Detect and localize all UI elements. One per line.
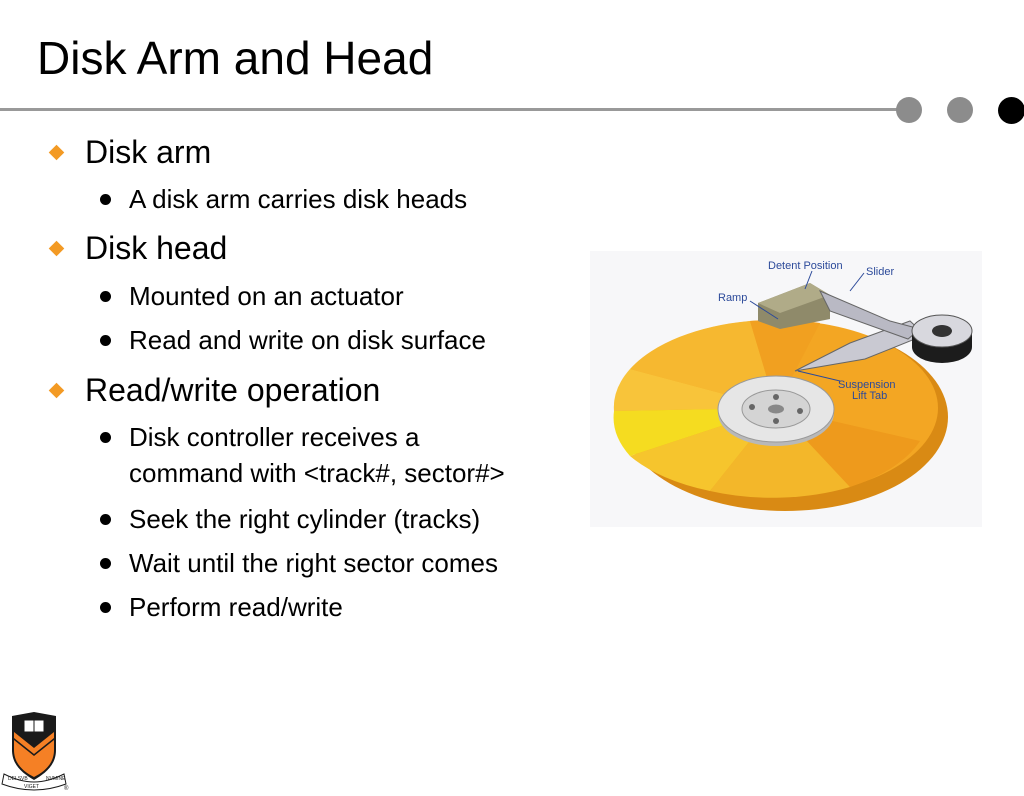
logo-motto-bottom: VIGET [24,784,39,790]
svg-text:®: ® [64,785,69,791]
sub-bullet: Wait until the right sector comes [129,548,498,578]
sub-bullet: Perform read/write [129,592,343,622]
title-divider [0,108,900,111]
circle-bullet-icon [100,514,111,525]
disk-head-illustration: Detent Position Slider Ramp Suspension L… [590,251,982,527]
logo-motto-left: DEI SVB [8,776,28,782]
circle-bullet-icon [100,291,111,302]
sub-bullet: Mounted on an actuator [129,281,404,311]
sub-bullet: Read and write on disk surface [129,325,486,355]
logo-motto-right: NVMINE [46,776,66,782]
diamond-bullet-icon [48,240,65,257]
circle-bullet-icon [100,602,111,613]
shield-icon: DEI SVB NVMINE VIGET ® [1,712,69,792]
label-lift-tab: Lift Tab [852,390,887,402]
bullet-disk-head: Disk head [85,230,228,266]
sub-bullet: Seek the right cylinder (tracks) [129,504,481,534]
diamond-bullet-icon [48,382,65,399]
label-slider: Slider [866,266,894,278]
slide-title: Disk Arm and Head [37,32,434,84]
decorative-dot-gray-1 [896,97,922,123]
sub-bullet: A disk arm carries disk heads [129,184,468,214]
decorative-dot-gray-2 [947,97,973,123]
bullet-read-write-operation: Read/write operation [85,372,381,408]
bullet-disk-arm: Disk arm [85,134,212,170]
label-detent-position: Detent Position [768,260,843,272]
label-suspension: Suspension [838,379,896,391]
sub-bullet: Disk controller receives a [129,422,420,452]
circle-bullet-icon [100,335,111,346]
circle-bullet-icon [100,194,111,205]
circle-bullet-icon [100,432,111,443]
label-ramp: Ramp [718,292,747,304]
disk-drive-icon: Detent Position Slider Ramp Suspension L… [613,260,973,511]
decorative-dot-black [998,97,1024,124]
circle-bullet-icon [100,558,111,569]
diamond-bullet-icon [48,144,65,161]
university-shield-logo: DEI SVB NVMINE VIGET ® [0,710,80,792]
sub-bullet-continuation: command with <track#, sector#> [129,458,505,488]
